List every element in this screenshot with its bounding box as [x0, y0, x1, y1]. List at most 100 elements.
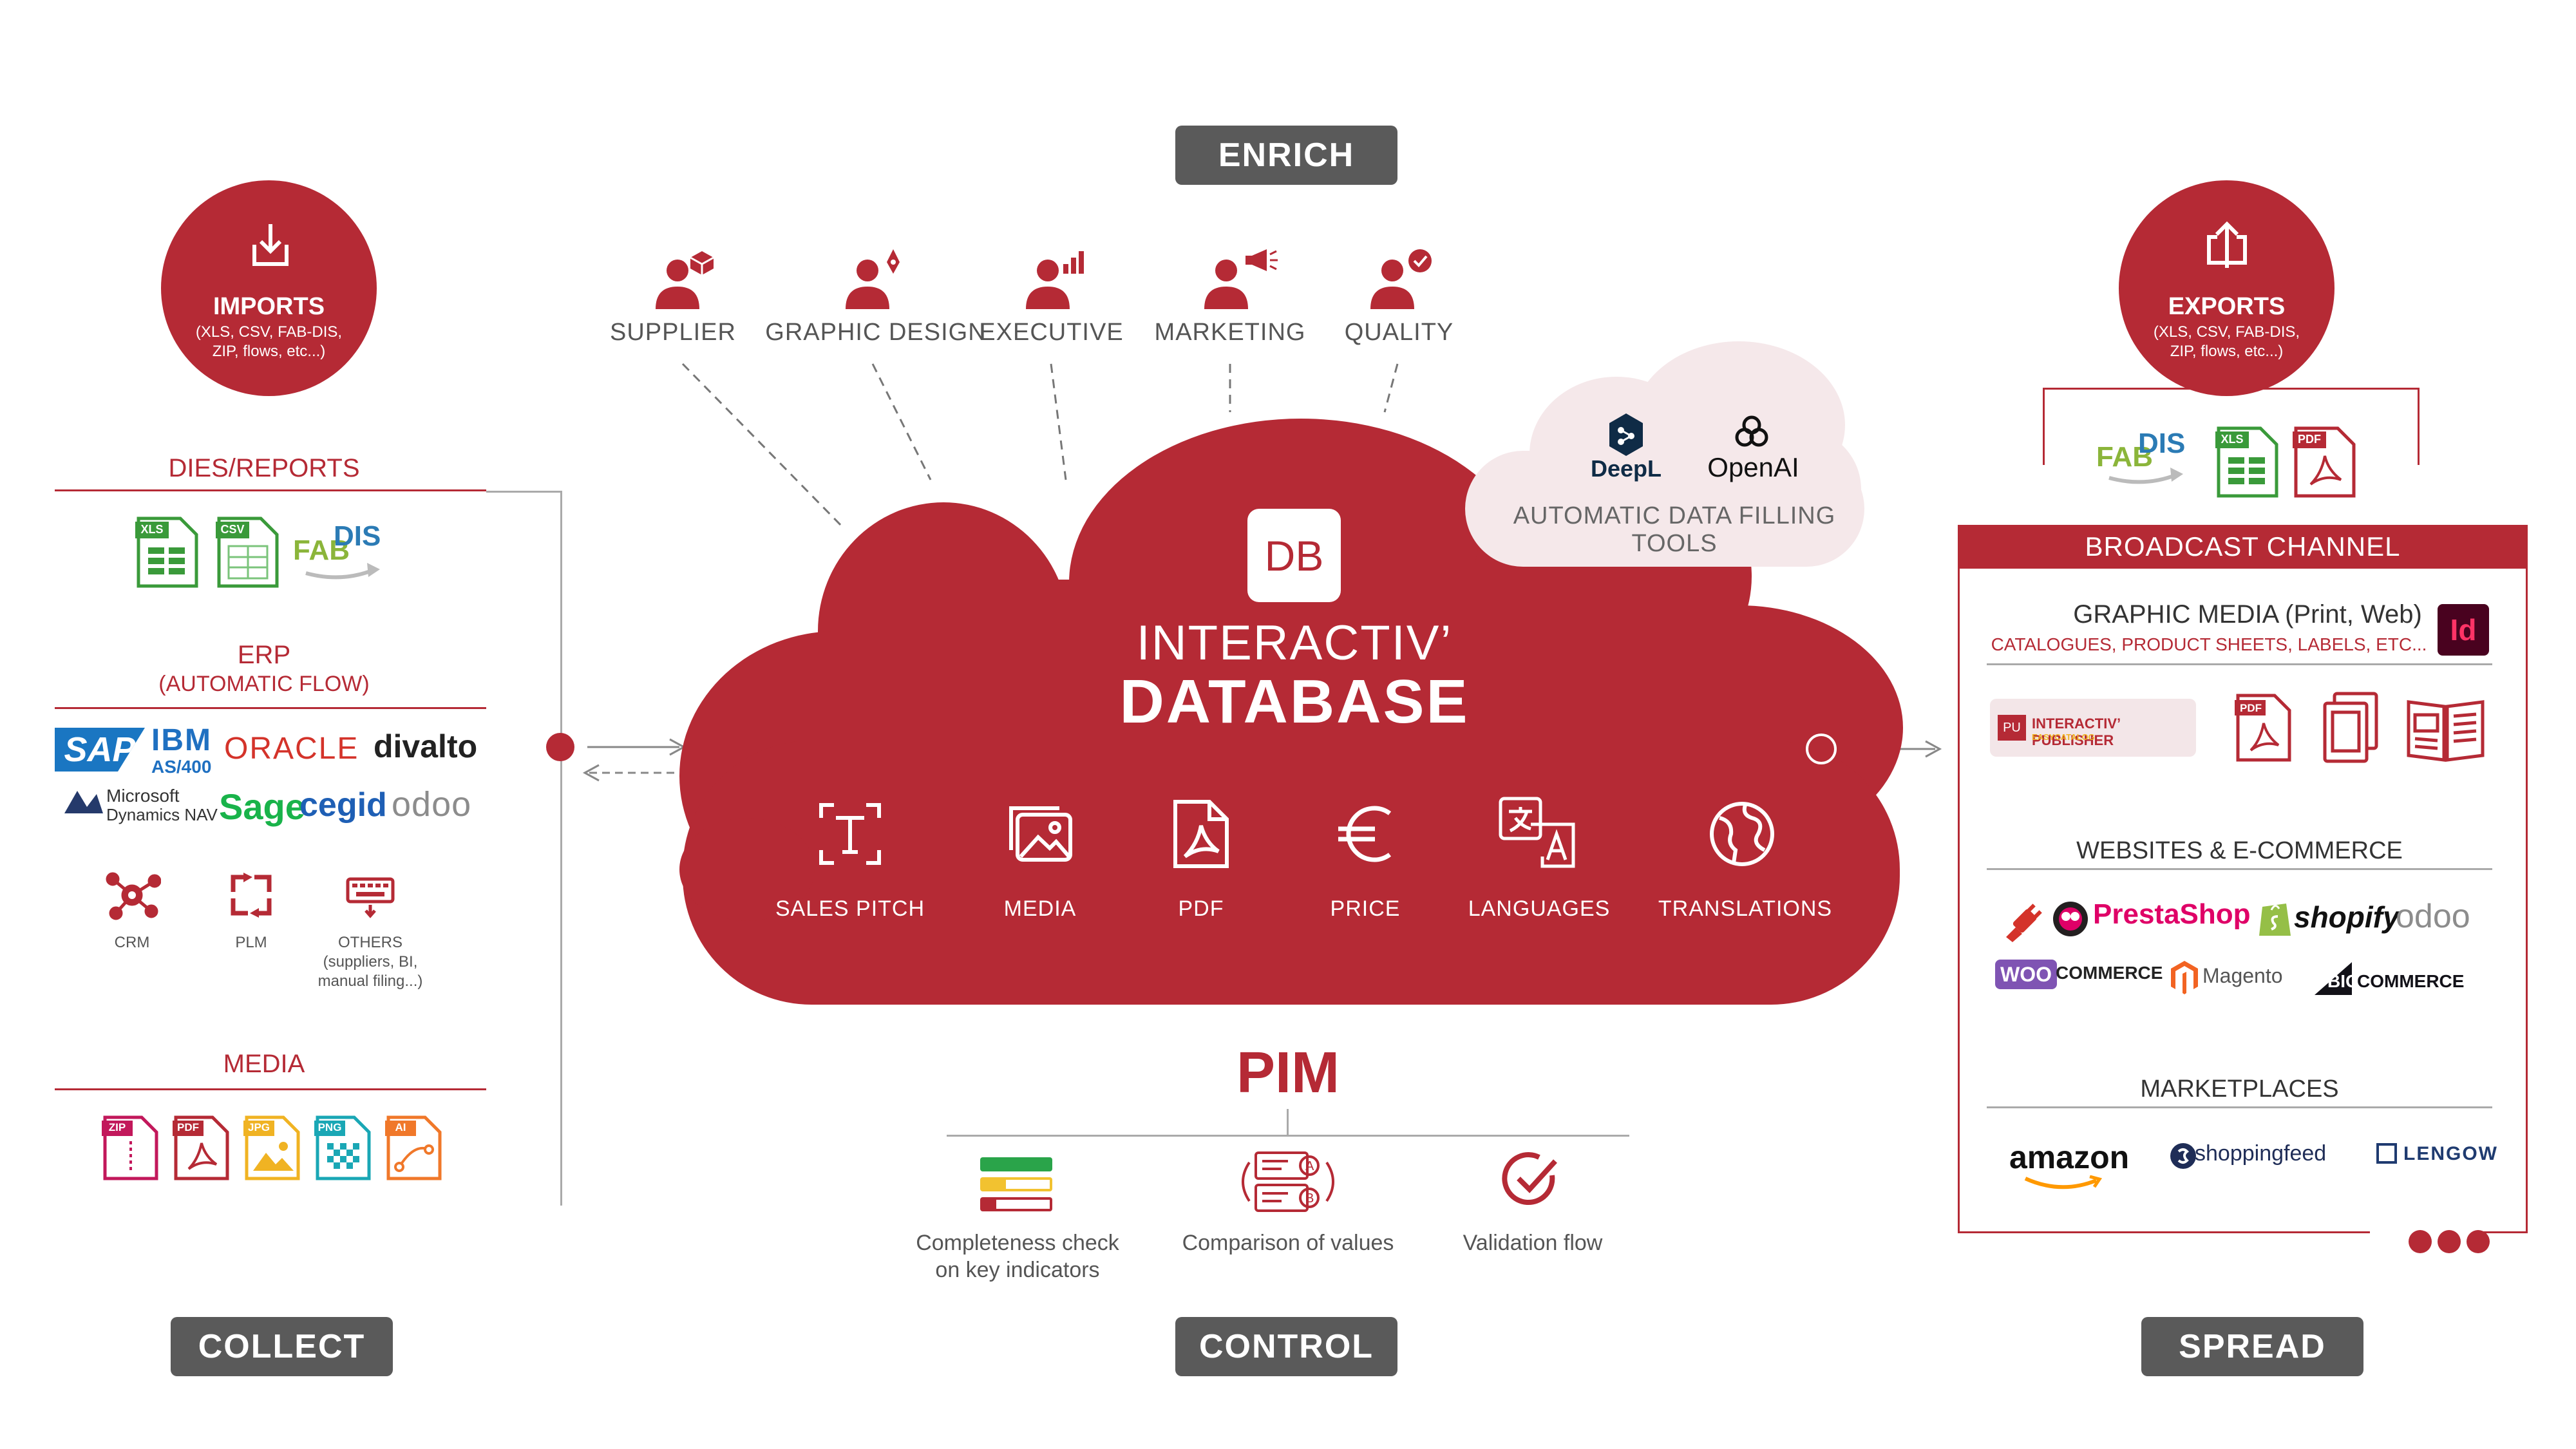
- validation-icon: [1502, 1152, 1557, 1205]
- marketing-icon: [1204, 249, 1278, 309]
- import-icon: [252, 224, 289, 266]
- role-executive: EXECUTIVE: [979, 319, 1124, 346]
- role-quality: QUALITY: [1344, 319, 1454, 346]
- bigcommerce-icon: [2315, 962, 2352, 995]
- more-dot-2: [2438, 1230, 2461, 1253]
- shoppingfeed-icon: [2170, 1143, 2196, 1169]
- exports-sub2: ZIP, flows, etc...): [2170, 343, 2284, 360]
- graphic-media-subtitle: CATALOGUES, PRODUCT SHEETS, LABELS, ETC.…: [1991, 634, 2427, 654]
- woocommerce-label: COMMERCE: [2056, 963, 2163, 983]
- bigcommerce-label: COMMERCE: [2357, 971, 2465, 991]
- collect-right-border: [560, 491, 562, 1206]
- spread-label: SPREAD: [2179, 1328, 2326, 1365]
- dies-reports-rule: [55, 489, 486, 491]
- cloud-item-translations: TRANSLATIONS: [1658, 896, 1833, 921]
- cloud-item-media: MEDIA: [1003, 896, 1077, 921]
- dies-reports-title: DIES/REPORTS: [168, 454, 360, 482]
- woo-logo: WOO: [1995, 960, 2057, 989]
- png-tag: PNG: [317, 1121, 342, 1133]
- erp-rule: [55, 707, 486, 709]
- export-dis-label: DIS: [2138, 428, 2186, 459]
- exports-sub1: (XLS, CSV, FAB-DIS,: [2153, 323, 2300, 341]
- cloud-item-price: PRICE: [1330, 896, 1401, 921]
- cloud-item-pdf: PDF: [1178, 896, 1224, 921]
- pdf-icon: [1173, 800, 1229, 868]
- export-bracket-top: [2043, 388, 2420, 390]
- deepl-icon: [1609, 413, 1643, 456]
- more-dot-1: [2409, 1230, 2432, 1253]
- export-xls-tag: XLS: [2221, 433, 2244, 446]
- fabdis-arrow-icon: [305, 563, 380, 580]
- ai-file-icon: [385, 1115, 442, 1180]
- executive-icon: [1026, 251, 1084, 309]
- cegid-logo: cegid: [299, 786, 387, 824]
- role-marketing: MARKETING: [1154, 319, 1306, 346]
- imports-sub1: (XLS, CSV, FAB-DIS,: [195, 323, 343, 341]
- graphic-design-icon: [846, 249, 900, 309]
- crm-icon: [106, 872, 161, 920]
- erp-subtitle: (AUTOMATIC FLOW): [158, 672, 370, 696]
- completeness-icon: [980, 1157, 1052, 1211]
- quality-icon: [1370, 249, 1432, 309]
- svg-text:B: B: [1305, 1191, 1314, 1206]
- media-icon: [1009, 806, 1072, 862]
- crm-label: CRM: [114, 934, 150, 951]
- broadcast-header: BROADCAST CHANNEL: [1958, 525, 2528, 569]
- openai-icon: [1735, 415, 1768, 447]
- plug-icon: [2006, 904, 2042, 942]
- woo-text: WOO: [2000, 963, 2052, 986]
- dynamics-label: Dynamics NAV: [106, 805, 218, 824]
- sage-logo: Sage: [219, 786, 305, 827]
- pim-completeness-line1: Completeness check: [916, 1231, 1119, 1255]
- magento-icon: [2171, 961, 2198, 994]
- db-badge: DB: [1247, 509, 1341, 602]
- translations-globe-icon: [1710, 802, 1774, 866]
- graphic-media-rule: [1987, 663, 2492, 665]
- media-title: MEDIA: [223, 1050, 305, 1078]
- prestashop-icon: [2053, 902, 2088, 936]
- export-icon: [2207, 221, 2247, 268]
- cloud-item-languages: LANGUAGES: [1468, 896, 1611, 921]
- dynamics-icon: [64, 791, 103, 813]
- indesign-icon: Id: [2438, 604, 2489, 656]
- broadcast-header-text: BROADCAST CHANNEL: [2085, 531, 2401, 562]
- pim-validation: Validation flow: [1463, 1231, 1603, 1255]
- role-graphic-design: GRAPHIC DESIGN: [765, 319, 987, 346]
- prestashop-logo: PrestaShop: [2093, 898, 2251, 930]
- ibm-logo: IBM: [151, 723, 212, 757]
- export-pdf-tag: PDF: [2298, 433, 2321, 446]
- control-label: CONTROL: [1198, 1328, 1374, 1365]
- pdf-tag: PDF: [177, 1121, 199, 1133]
- publisher-sub: EASYCATALOG: [2032, 732, 2095, 742]
- comparison-icon: AB: [1242, 1151, 1334, 1212]
- media-rule: [55, 1088, 486, 1090]
- imports-title: IMPORTS: [213, 293, 325, 320]
- shoppingfeed-logo: shoppingfeed: [2195, 1141, 2327, 1166]
- cloud-item-sales-pitch: SALES PITCH: [775, 896, 925, 921]
- svg-text:PDF: PDF: [2240, 702, 2262, 714]
- marketplaces-rule: [1987, 1106, 2492, 1108]
- csv-file-icon: [216, 516, 279, 588]
- magento-logo: Magento: [2202, 964, 2283, 987]
- collect-pill: COLLECT: [171, 1317, 393, 1376]
- pim-title: PIM: [1236, 1041, 1340, 1105]
- pdf-file-icon: [173, 1115, 229, 1180]
- cloud-title-line2: DATABASE: [1119, 667, 1470, 736]
- openai-label: OpenAI: [1707, 452, 1799, 482]
- exports-circle: EXPORTS (XLS, CSV, FAB-DIS, ZIP, flows, …: [2119, 180, 2334, 396]
- graphic-media-title: GRAPHIC MEDIA (Print, Web): [2073, 600, 2422, 629]
- amazon-logo: amazon: [2009, 1139, 2130, 1175]
- amazon-smile-icon: [2024, 1175, 2103, 1189]
- exports-title: EXPORTS: [2168, 293, 2286, 320]
- fab-label: FAB: [293, 535, 350, 566]
- microsoft-label: Microsoft: [106, 786, 180, 806]
- websites-title: WEBSITES & E-COMMERCE: [2076, 837, 2403, 864]
- pim-stem: [1287, 1109, 1289, 1136]
- export-pdf-file-icon: [2293, 426, 2356, 498]
- as400-label: AS/400: [151, 757, 212, 777]
- divalto-logo: divalto: [374, 728, 478, 764]
- export-xls-file-icon: [2215, 426, 2278, 498]
- collect-label: COLLECT: [198, 1328, 366, 1365]
- odoo-web-logo: odoo: [2396, 898, 2470, 935]
